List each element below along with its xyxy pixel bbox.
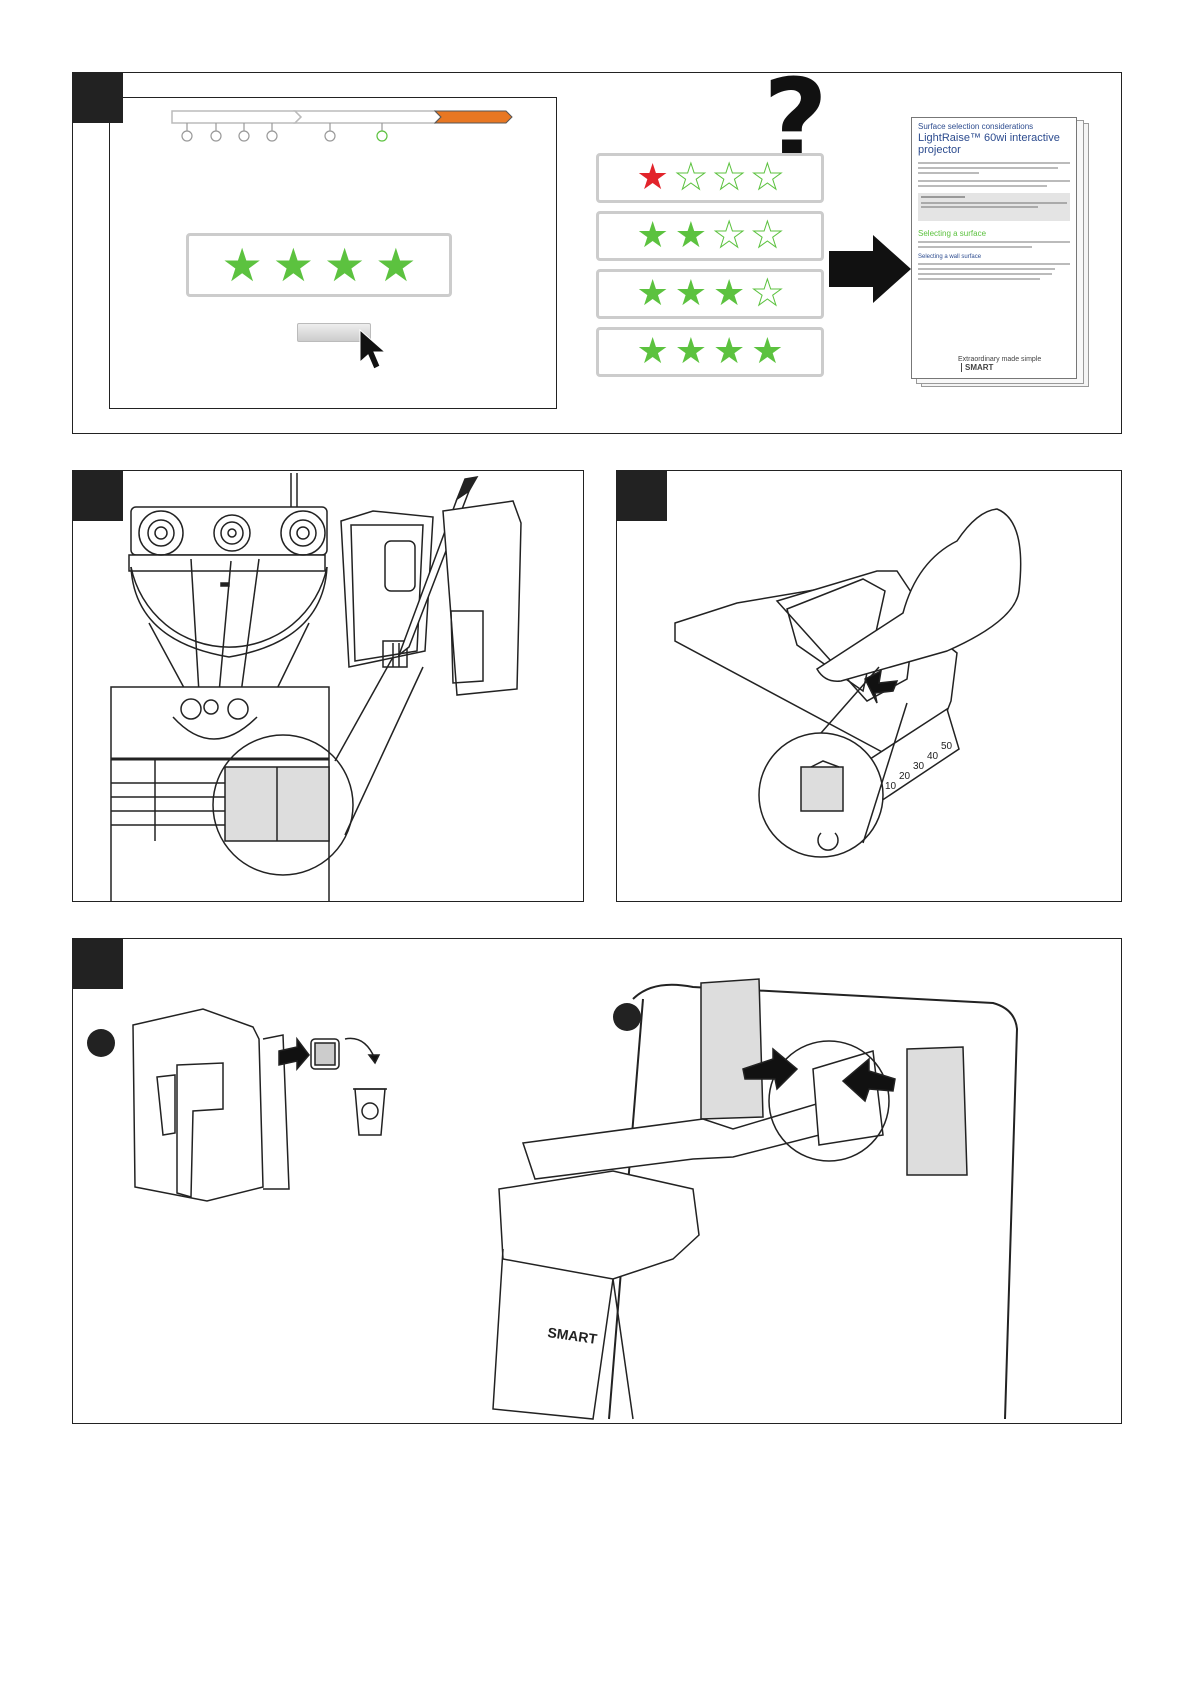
doc-kicker: Surface selection considerations (918, 122, 1070, 131)
software-screen-illustration: ★ ★ ★ ★ (109, 97, 557, 409)
step-panel-3: 10 20 30 40 50 (616, 470, 1122, 902)
template-level-illustration: 10 20 30 40 50 (617, 471, 1122, 902)
smart-logo: SMART (961, 363, 993, 372)
rating-box-1[interactable]: ★ ★ ★ ★ (596, 153, 824, 203)
doc-title-line1: LightRaise™ 60wi interactive (918, 132, 1060, 144)
scale-label: 20 (899, 771, 911, 782)
scale-label: 10 (885, 781, 897, 792)
rating-box-4[interactable]: ★ ★ ★ ★ (596, 327, 824, 377)
star-icon: ★ (675, 276, 707, 312)
star-icon: ★ (636, 334, 668, 370)
star-icon: ★ (675, 334, 707, 370)
star-icon: ★ (713, 276, 745, 312)
rating-box-2[interactable]: ★ ★ ★ ★ (596, 211, 824, 261)
star-icon: ★ (636, 218, 668, 254)
star-outline-icon: ★ (713, 160, 745, 196)
star-icon: ★ (636, 276, 668, 312)
scale-label: 30 (913, 761, 925, 772)
star-icon: ★ (273, 242, 314, 288)
star-icon: ★ (751, 334, 783, 370)
star-icon: ★ (713, 334, 745, 370)
star-icon: ★ (222, 242, 263, 288)
doc-important-box (918, 193, 1070, 221)
star-outline-icon: ★ (675, 160, 707, 196)
star-outline-icon: ★ (713, 218, 745, 254)
star-icon: ★ (636, 160, 668, 196)
scale-label: 40 (927, 751, 939, 762)
star-outline-icon: ★ (751, 160, 783, 196)
mount-template-illustration (73, 471, 584, 902)
star-icon: ★ (375, 242, 416, 288)
doc-title: LightRaise™ 60wi interactive projector (918, 133, 1070, 156)
step-panel-2 (72, 470, 584, 902)
star-icon: ★ (675, 218, 707, 254)
next-button[interactable] (297, 323, 371, 342)
star-outline-icon: ★ (751, 276, 783, 312)
rating-box-3[interactable]: ★ ★ ★ ★ (596, 269, 824, 319)
step-panel-1: ★ ★ ★ ★ ? ★ ★ ★ ★ ★ ★ ★ ★ ★ ★ ★ ★ ★ ★ ★ … (72, 72, 1122, 434)
rating-box-selected[interactable]: ★ ★ ★ ★ (186, 233, 452, 297)
doc-body-lines (918, 162, 1070, 187)
mounting-illustration: SMART (73, 939, 1122, 1424)
star-outline-icon: ★ (751, 218, 783, 254)
doc-title-line2: projector (918, 144, 961, 156)
doc-section-heading: Selecting a surface (918, 229, 1070, 238)
smart-logo: SMART (547, 1324, 599, 1347)
step-panel-4: SMART (72, 938, 1122, 1424)
scale-label: 50 (941, 741, 953, 752)
doc-footer: Extraordinary made simple SMART (958, 356, 1076, 372)
doc-footer-tagline: Extraordinary made simple (958, 356, 1041, 363)
guide-document[interactable]: Surface selection considerations LightRa… (911, 117, 1087, 385)
doc-subsection-heading: Selecting a wall surface (918, 254, 1070, 260)
star-icon: ★ (324, 242, 365, 288)
